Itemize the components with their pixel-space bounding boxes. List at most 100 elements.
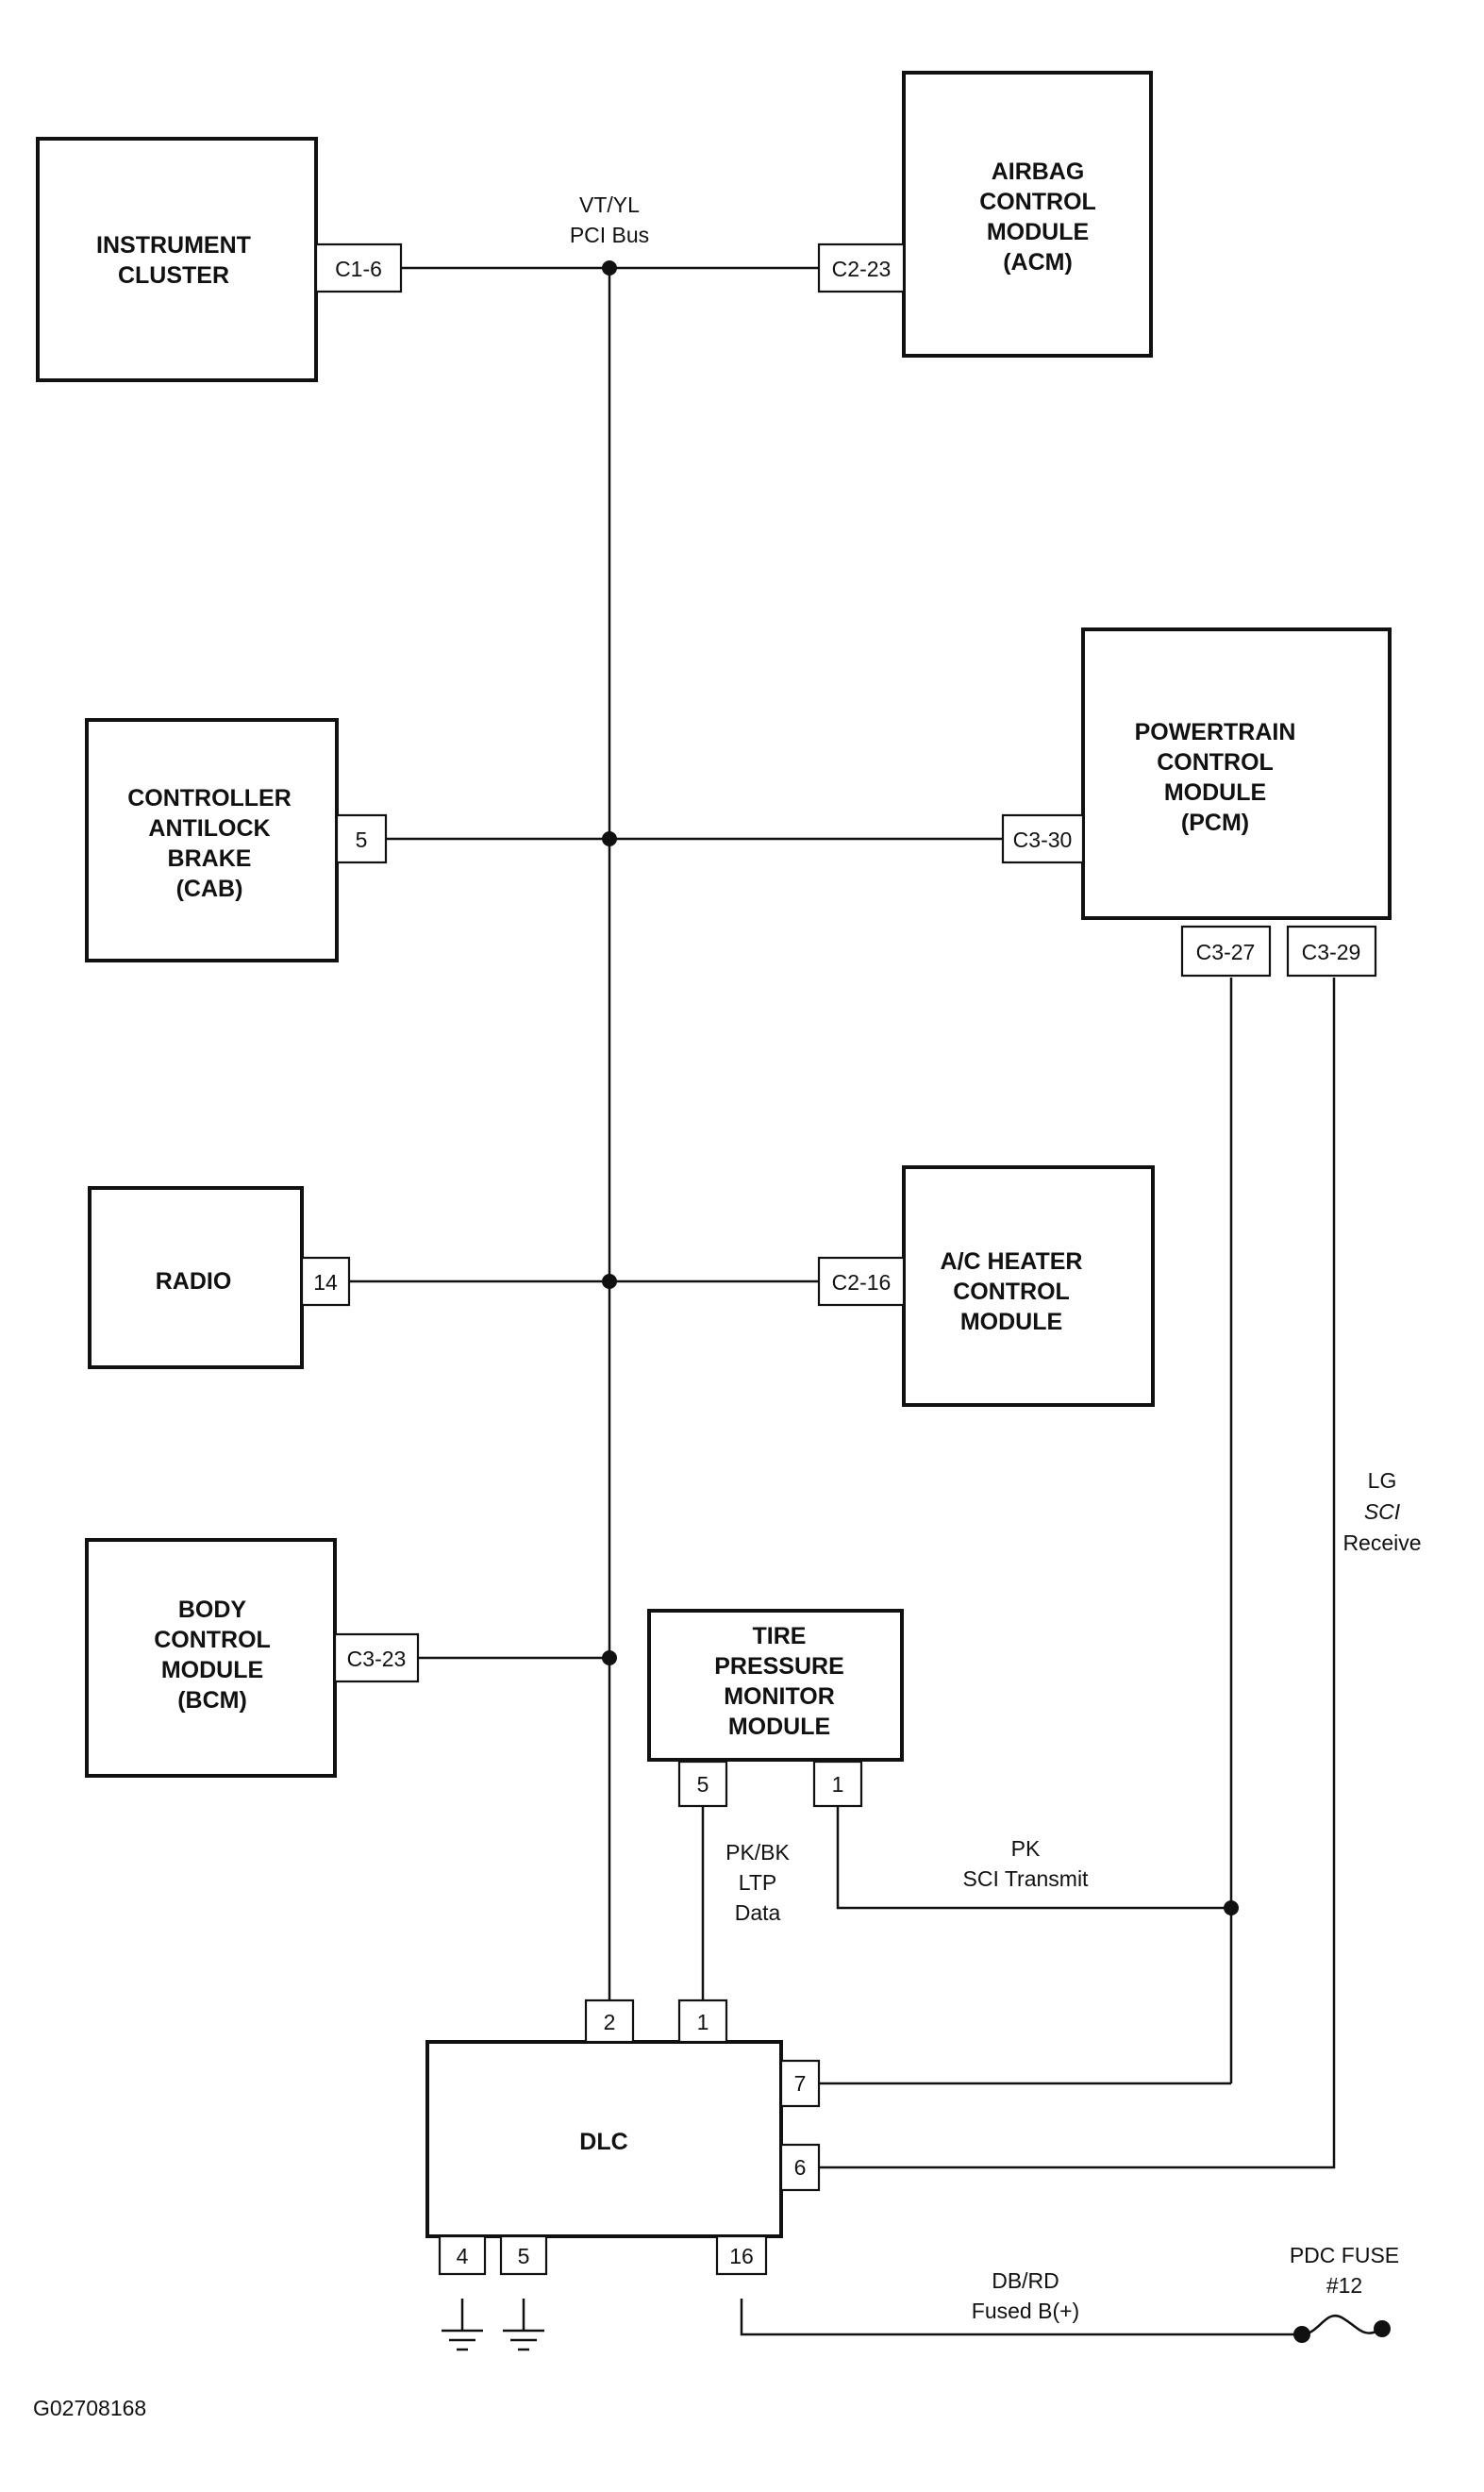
pin-box-c2-16 [817,1256,906,1307]
module-radio: RADIO [88,1186,304,1369]
ground-symbol-5 [503,2329,544,2351]
module-acm: AIRBAG CONTROL MODULE (ACM) [902,71,1153,358]
wire-label-sci-transmit-color: PK [1011,1836,1041,1861]
module-label-line: AIRBAG [992,159,1085,185]
fuse-element [1301,2315,1383,2336]
module-label-line: POWERTRAIN [1135,719,1296,745]
splice-dots [602,260,1391,2343]
wire-label-ltp-data: Data [735,1900,781,1925]
splice-dot-pci-top [602,260,617,276]
module-tpm: TIRE PRESSURE MONITOR MODULE [647,1609,904,1762]
splice-dot-pci-radio [602,1274,617,1289]
module-label-line: (BCM) [177,1687,247,1714]
pin-box-c3-29 [1286,925,1377,978]
module-label-line: DLC [579,2129,627,2155]
module-label-line: MODULE [987,219,1089,245]
wire-label-pci-name: PCI Bus [570,223,649,247]
wire-label-fused-name: Fused B(+) [972,2299,1079,2323]
wire-label-ltp-color: PK/BK [725,1840,790,1865]
module-label-line: CONTROL [953,1279,1070,1305]
module-label-line: RADIO [156,1268,232,1295]
pin-box-cab-5 [335,813,388,864]
module-label-line: CLUSTER [118,262,229,289]
pin-box-c1-6 [314,243,403,293]
pin-label: C1-6 [335,257,382,281]
module-label-line: CONTROL [154,1627,271,1653]
module-label-line: MONITOR [724,1683,835,1710]
pin-box-dlc-1 [677,1999,728,2044]
module-dlc: DLC [425,2040,783,2238]
wiring [349,266,1383,2336]
module-label-line: PRESSURE [714,1653,844,1680]
pin-label: 5 [356,828,368,852]
module-label-line: INSTRUMENT [96,232,251,259]
pin-label: 1 [832,1772,844,1797]
pin-box-c3-27 [1180,925,1272,978]
fuse-terminal-right [1374,2320,1391,2337]
splice-dot-sci-transmit [1224,1900,1239,1915]
pin-label: 5 [518,2244,530,2268]
pin-label: C3-30 [1013,828,1073,852]
pin-box-c3-23 [333,1632,420,1683]
pin-label: 7 [794,2071,807,2096]
sci-receive-wire [819,978,1336,2169]
pin-label: 16 [729,2244,754,2268]
pin-label: C2-16 [832,1270,892,1295]
pin-box-dlc-2 [584,1999,635,2044]
splice-dot-pci-cab [602,831,617,846]
splice-dot-pci-bcm [602,1650,617,1665]
module-label-line: CONTROL [979,189,1096,215]
pin-label: 1 [697,2010,709,2034]
wire-label-fused-color: DB/RD [992,2268,1059,2293]
sci-transmit-wire [836,1806,1231,1910]
pin-box-c2-23 [817,243,906,293]
pin-box-dlc-16 [715,2234,768,2276]
module-label-line: MODULE [960,1309,1062,1335]
pin-box-dlc-5 [499,2234,548,2276]
module-label-line: MODULE [1164,779,1266,806]
pin-label: 14 [313,1270,338,1295]
fuse-label-number: #12 [1326,2273,1362,2298]
pin-label: 2 [604,2010,616,2034]
wire-label-sci-receive-name: Receive [1342,1530,1421,1555]
pin-box-dlc-6 [779,2143,821,2192]
pin-label: 6 [794,2155,807,2180]
pin-box-dlc-7 [779,2059,821,2108]
pin-label: C3-23 [347,1647,407,1671]
wire-label-sci-transmit-name: SCI Transmit [963,1866,1090,1891]
module-label-line: ANTILOCK [148,815,270,842]
pin-box-tpm-1 [812,1760,863,1808]
module-label-line: TIRE [753,1623,807,1649]
module-ac-heater: A/C HEATER CONTROL MODULE [902,1165,1155,1407]
module-label-line: BRAKE [168,845,252,872]
figure-id: G02708168 [33,2396,146,2420]
ground-symbol-4 [442,2329,483,2351]
wire-label-sci-receive-color: LG [1368,1468,1397,1493]
module-label-line: BODY [178,1597,247,1623]
module-bcm: BODY CONTROL MODULE (BCM) [85,1538,337,1778]
fuse-terminal-left [1293,2326,1310,2343]
module-cab: CONTROLLER ANTILOCK BRAKE (CAB) [85,718,339,962]
pin-box-dlc-4 [438,2234,487,2276]
pin-label: 5 [697,1772,709,1797]
module-label-line: (CAB) [176,876,243,902]
pin-box-radio-14 [300,1256,351,1307]
module-pcm: POWERTRAIN CONTROL MODULE (PCM) [1081,627,1392,920]
wire-label-ltp-name: LTP [739,1870,776,1895]
wire-label-pci-color: VT/YL [579,192,640,217]
pin-box-tpm-5 [677,1760,728,1808]
module-label-line: CONTROL [1157,749,1274,776]
module-label-line: MODULE [161,1657,263,1683]
module-label-line: MODULE [728,1714,830,1740]
wire-label-sci-receive-sci: SCI [1364,1499,1401,1524]
module-instrument-cluster: INSTRUMENT CLUSTER [36,137,318,382]
fuse-label-name: PDC FUSE [1290,2243,1399,2267]
pin-label: C3-27 [1196,940,1256,964]
module-label-line: (ACM) [1003,249,1073,276]
module-label-line: (PCM) [1181,810,1249,836]
pin-label: C3-29 [1302,940,1361,964]
pin-label: 4 [457,2244,469,2268]
fused-b-wire [740,2299,1302,2336]
pin-box-c3-30 [1001,813,1085,864]
